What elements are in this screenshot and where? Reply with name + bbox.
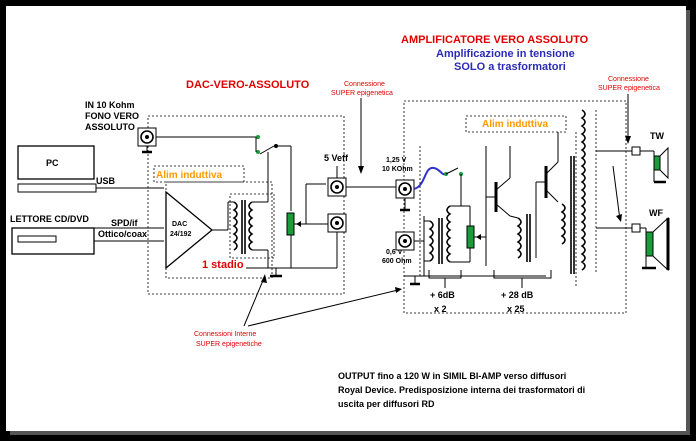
gain-2-label-2: x 25	[507, 304, 525, 314]
dac-alim-label: Alim induttiva	[156, 170, 223, 181]
connection-label-2a: Connessione	[608, 76, 649, 83]
dac-volume-pot-icon	[286, 212, 306, 236]
dac-title: DAC-VERO-ASSOLUTO	[186, 79, 310, 91]
gain-1-label-1: + 6dB	[430, 290, 455, 300]
amp-gain-stage-2-icon	[535, 132, 559, 258]
dac-output-rca-jack-icon	[327, 177, 347, 197]
dac-label-1: DAC	[172, 221, 187, 228]
gain-bracket-2	[493, 270, 552, 279]
amp-title: AMPLIFICATORE VERO ASSOLUTO	[401, 34, 589, 46]
gain-2-label-1: + 28 dB	[501, 290, 534, 300]
dac-output-label: 5 Veff	[324, 153, 349, 163]
gain-bracket-1	[428, 270, 462, 279]
blue-interconnect-cable	[413, 166, 447, 190]
amp-volume-pot-icon	[466, 225, 486, 249]
pc-monitor-icon: PC	[17, 145, 97, 193]
spdif-label-2: Ottico/coax	[98, 229, 147, 239]
footer-line-3: uscita per diffusori RD	[338, 399, 435, 409]
connection-label-1b: SUPER epigenetica	[331, 90, 393, 97]
amp-region-box	[403, 100, 627, 314]
dac-alim-box	[153, 165, 245, 183]
dac-selector-switch-icon	[255, 135, 278, 155]
internal-connection-label-2: SUPER epigenetiche	[196, 341, 262, 348]
internal-connection-label-1: Connessioni Interne	[194, 331, 256, 338]
connection-label-1a: Connessione	[344, 81, 385, 88]
amp-in1-label-2: 10 KOhm	[382, 166, 413, 173]
woofer-icon	[642, 216, 670, 272]
fono-rca-jack-icon	[137, 127, 157, 154]
dac-label-2: 24/192	[170, 231, 192, 238]
amp-alim-label: Alim induttiva	[482, 119, 549, 130]
pc-label: PC	[46, 158, 59, 168]
connection-label-2b: SUPER epigenetica	[598, 85, 660, 92]
footer-line-2: Royal Device. Predisposizione interna de…	[338, 385, 585, 395]
spdif-label-1: SPD/if	[111, 218, 139, 228]
amp-gain-stage-1-icon	[485, 146, 511, 266]
usb-label: USB	[96, 176, 116, 186]
amp-alim-box	[465, 115, 567, 133]
amp-output-transformer-1-icon	[516, 214, 531, 262]
schematic-diagram: DAC-VERO-ASSOLUTO AMPLIFICATORE VERO ASS…	[10, 34, 670, 409]
amp-input-rca-jack-2-icon	[395, 231, 415, 251]
cd-player-icon	[11, 227, 95, 255]
tweeter-label: TW	[650, 131, 664, 141]
amp-subtitle-1: Amplificazione in tensione	[436, 48, 575, 60]
dac-transformer-icon	[227, 200, 268, 254]
woofer-label: WF	[649, 208, 663, 218]
fono-label-1: IN 10 Kohm	[85, 100, 135, 110]
stage-label: 1 stadio	[202, 259, 244, 271]
dac-triangle-icon	[165, 190, 214, 270]
amp-input-transformer-icon	[428, 205, 452, 264]
dac-output-rca-jack-2-icon	[327, 213, 347, 233]
dac-region-box	[147, 115, 345, 295]
fono-label-3: ASSOLUTO	[85, 122, 135, 132]
amp-input-rca-jack-1-icon	[395, 179, 415, 212]
amp-output-transformer-2-icon	[560, 109, 586, 274]
amp-in1-label-1: 1,25 V	[386, 157, 407, 164]
amp-in2-label-2: 600 Ohm	[382, 258, 412, 265]
gain-1-label-2: x 2	[434, 304, 447, 314]
cd-label: LETTORE CD/DVD	[10, 214, 89, 224]
schematic-canvas: DAC-VERO-ASSOLUTO AMPLIFICATORE VERO ASS…	[6, 6, 686, 431]
fono-label-2: FONO VERO	[85, 111, 139, 121]
amp-in2-label-1: 0,6 V	[386, 249, 403, 256]
footer-line-1: OUTPUT fino a 120 W in SIMIL BI-AMP vers…	[338, 371, 566, 381]
tweeter-icon	[653, 146, 669, 184]
amp-subtitle-2: SOLO a trasformatori	[454, 61, 566, 73]
